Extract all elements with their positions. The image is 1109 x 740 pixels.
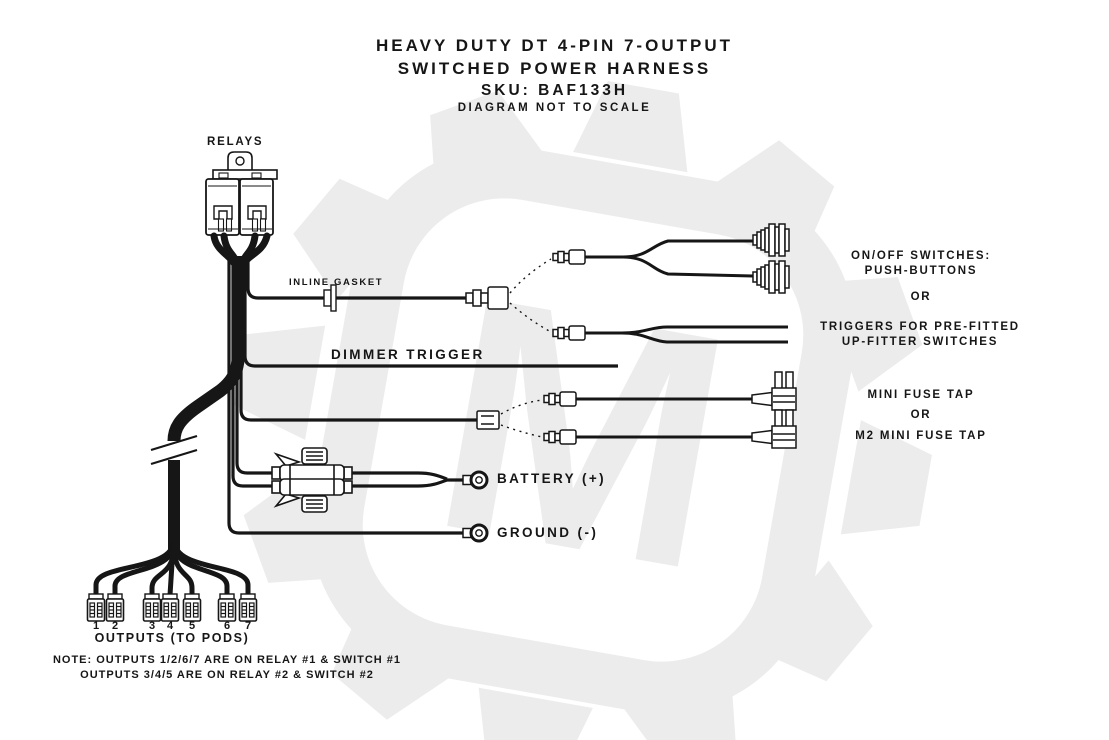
triggers-label-1: TRIGGERS FOR PRE-FITTED bbox=[820, 321, 1020, 333]
bullet-connector-icon bbox=[543, 429, 577, 445]
output-number-2: 2 bbox=[111, 620, 119, 632]
output-fan-wires bbox=[93, 537, 251, 598]
output-connector-icon bbox=[160, 593, 180, 622]
dimmer-trigger-wire bbox=[243, 260, 618, 368]
relays-label: RELAYS bbox=[207, 136, 264, 148]
output-connector-icon bbox=[105, 593, 125, 622]
ground-wire bbox=[227, 260, 466, 535]
title-line2: SWITCHED POWER HARNESS bbox=[397, 59, 712, 78]
output-connector-icon bbox=[86, 593, 106, 622]
title-line1: HEAVY DUTY DT 4-PIN 7-OUTPUT bbox=[376, 36, 733, 55]
inline-gasket-label: INLINE GASKET bbox=[289, 277, 384, 288]
output-number-3: 3 bbox=[148, 620, 156, 632]
dimmer-trigger-label: DIMMER TRIGGER bbox=[331, 347, 485, 362]
watermark-logo: M bbox=[230, 77, 936, 740]
pushbutton-switch-icon bbox=[752, 260, 790, 294]
cable-break-marks bbox=[150, 434, 198, 466]
onoff-switches-label-1: ON/OFF SWITCHES: bbox=[851, 250, 991, 262]
switch-option-dotted-lines bbox=[509, 258, 552, 333]
bullet-connector-icon bbox=[552, 249, 586, 265]
output-number-1: 1 bbox=[92, 620, 100, 632]
title-sku: SKU: BAF133H bbox=[480, 82, 629, 99]
branch-wires bbox=[227, 260, 618, 535]
svg-text:M: M bbox=[413, 224, 753, 641]
bullet-connector-icon bbox=[543, 391, 577, 407]
note-line2: OUTPUTS 3/4/5 ARE ON RELAY #2 & SWITCH #… bbox=[80, 669, 374, 681]
output-number-4: 4 bbox=[166, 620, 174, 632]
ground-label: GROUND (-) bbox=[497, 525, 599, 540]
pushbutton-branch-wires bbox=[585, 239, 754, 278]
inline-gasket-symbol bbox=[323, 284, 337, 312]
or-label-fuse: OR bbox=[910, 409, 932, 421]
output-connector-icon bbox=[142, 593, 162, 622]
fuse-option-dotted-lines bbox=[500, 399, 543, 438]
mini-fuse-tap-label: MINI FUSE TAP bbox=[867, 389, 975, 401]
m2-mini-fuse-tap-label: M2 MINI FUSE TAP bbox=[855, 430, 987, 442]
output-connector-icon bbox=[182, 593, 202, 622]
switch-feed-connector bbox=[465, 286, 509, 310]
battery-wire-1 bbox=[235, 260, 448, 481]
output-number-5: 5 bbox=[188, 620, 196, 632]
gasket-wire bbox=[246, 260, 466, 300]
upfitter-trigger-wires bbox=[585, 325, 788, 344]
battery-label: BATTERY (+) bbox=[497, 471, 607, 486]
output-number-6: 6 bbox=[223, 620, 231, 632]
note-text: NOTE: OUTPUTS 1/2/6/7 ARE ON RELAY #1 & … bbox=[38, 653, 416, 683]
fuse-tap-wires bbox=[576, 397, 752, 439]
relay-assembly-graphic bbox=[205, 151, 278, 236]
output-connector-icon bbox=[238, 593, 258, 622]
fuse-feed-wire bbox=[239, 260, 477, 422]
note-line1: NOTE: OUTPUTS 1/2/6/7 ARE ON RELAY #1 & … bbox=[52, 654, 402, 666]
bullet-connector-icon bbox=[552, 325, 586, 341]
outputs-label: OUTPUTS (TO PODS) bbox=[94, 631, 250, 645]
title-disclaimer: DIAGRAM NOT TO SCALE bbox=[457, 102, 652, 114]
onoff-switches-label-2: PUSH-BUTTONS bbox=[864, 265, 978, 277]
output-connector-icon bbox=[217, 593, 237, 622]
fuse-feed-connector bbox=[476, 410, 500, 430]
triggers-label-2: UP-FITTER SWITCHES bbox=[841, 336, 999, 348]
or-label-switches: OR bbox=[910, 291, 932, 303]
output-number-7: 7 bbox=[244, 620, 252, 632]
mini-fuse-tap-icon bbox=[751, 371, 797, 411]
m2-mini-fuse-tap-icon bbox=[751, 409, 797, 449]
